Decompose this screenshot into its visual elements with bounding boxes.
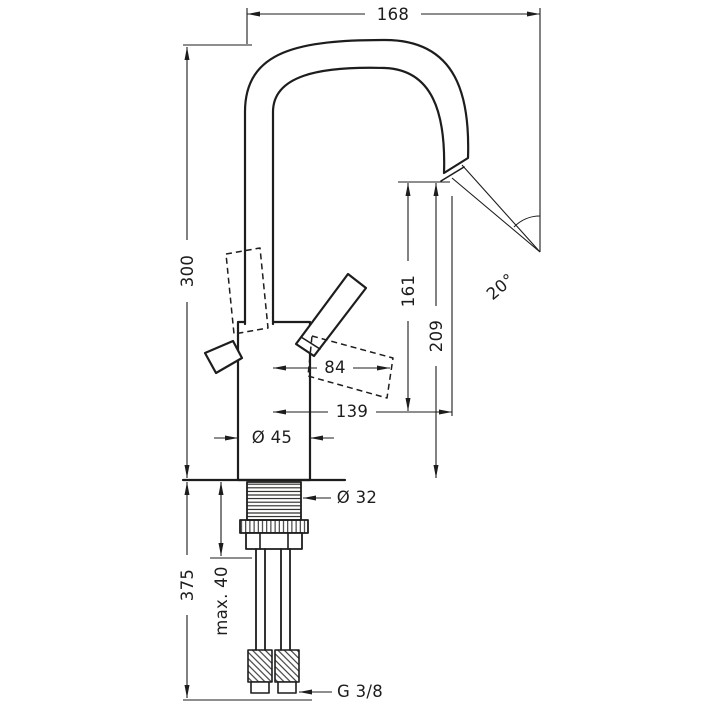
dimension-label-max40: max. 40: [212, 566, 231, 636]
spout-angle-annotation: 20°: [451, 164, 541, 304]
angle-leader-line: [451, 177, 541, 253]
handle-dashed-up: [225, 247, 269, 335]
dimension-max-40: max. 40: [210, 482, 252, 636]
label-mask: [398, 261, 418, 321]
dimension-dia-32: Ø 32: [303, 488, 377, 507]
dimension-label-g38: G 3/8: [337, 682, 383, 701]
handle-pivot-line: [300, 336, 321, 350]
faucet-object: [181, 38, 470, 694]
dimension-label-84: 84: [324, 358, 346, 377]
dimension-label-161: 161: [399, 275, 418, 307]
dimension-label-angle: 20°: [483, 270, 518, 304]
label-mask: [176, 240, 198, 302]
dimension-g38: G 3/8: [299, 682, 383, 701]
mounting-nut: [245, 532, 303, 550]
angle-leader-line: [461, 164, 541, 253]
label-mask: [244, 427, 300, 448]
label-mask: [328, 401, 376, 422]
dimension-label-dia32: Ø 32: [337, 488, 377, 507]
dimension-168: 168: [246, 3, 541, 252]
connector-nut: [277, 681, 297, 694]
label-mask: [317, 357, 353, 378]
dimension-375: 375: [176, 482, 312, 701]
handle-lever-raised: [294, 272, 368, 358]
spout-pipe-outline: [243, 38, 470, 326]
angle-arc: [513, 215, 541, 228]
label-mask: [176, 555, 198, 615]
spout-pipe: [245, 40, 469, 324]
dimension-209: 209: [426, 183, 446, 478]
hose-connector: [247, 649, 273, 683]
dimension-label-375: 375: [178, 569, 197, 601]
dimension-label-139: 139: [336, 402, 368, 421]
threaded-shank: [246, 481, 302, 521]
dimension-dia-45: Ø 45: [214, 427, 334, 448]
dimension-139: 139: [273, 196, 453, 422]
handle-lever-front: [203, 339, 244, 375]
connector-nut: [250, 681, 270, 694]
dimension-161: 161: [398, 181, 450, 411]
dimension-label-209: 209: [427, 320, 446, 352]
mounting-flange: [239, 519, 309, 534]
dimension-label-dia45: Ø 45: [252, 428, 292, 447]
dimension-label-168: 168: [377, 5, 409, 24]
label-mask: [365, 3, 421, 24]
hose-connector: [274, 649, 300, 683]
aerator-line: [440, 166, 465, 182]
dimension-label-300: 300: [178, 255, 197, 287]
dimension-300: 300: [176, 44, 252, 478]
handle-dashed-side: [307, 335, 394, 399]
handle-alt-positions: [225, 247, 394, 399]
supply-hoses: [255, 548, 291, 651]
faucet-body: [236, 320, 312, 482]
dimension-84: 84: [273, 357, 390, 378]
label-mask: [426, 306, 446, 366]
